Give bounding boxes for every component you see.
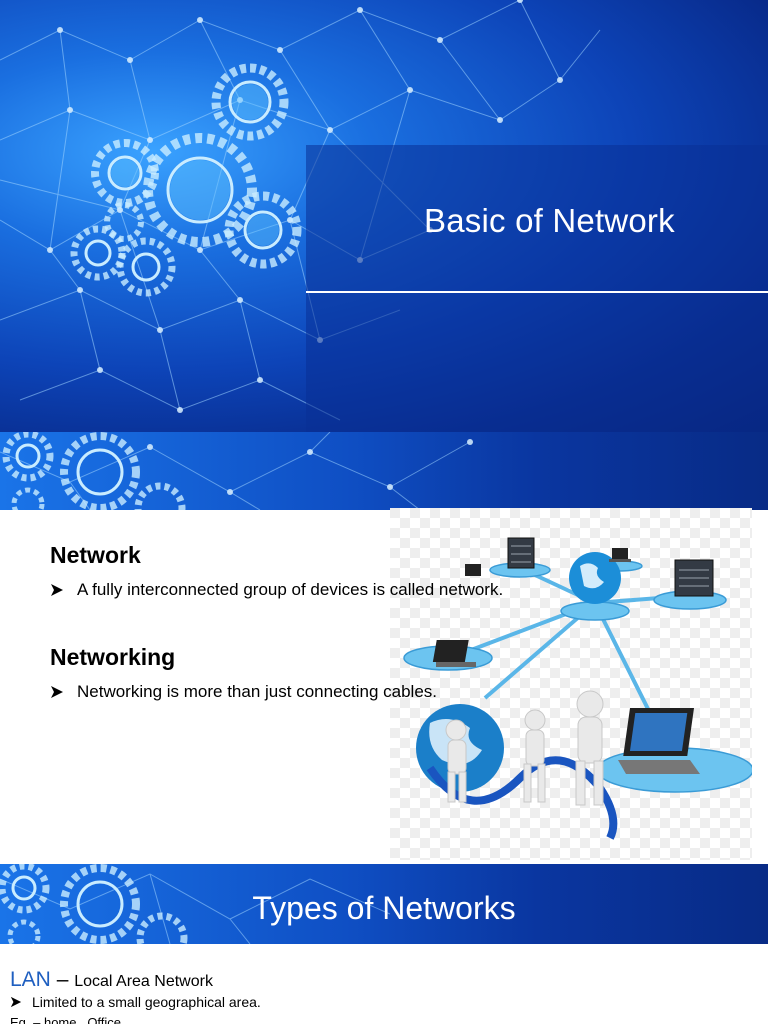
slide-title: Basic of Network: [424, 202, 675, 239]
lan-heading: LAN – Local Area Network: [10, 968, 213, 992]
lan-abbreviation: LAN: [10, 968, 51, 991]
types-slide: Types of Networks LAN – Local Area Netwo…: [0, 864, 768, 1024]
network-definition: A fully interconnected group of devices …: [77, 580, 504, 599]
network-background-graphic: [0, 0, 768, 432]
network-slide: Network A fully interconnected group of …: [0, 432, 768, 864]
gears-banner-graphic: [0, 864, 391, 944]
slide-header-banner: [0, 432, 768, 510]
title-slide: Basic of Network: [0, 0, 768, 432]
gears-graphic: [70, 63, 302, 297]
network-bullet: A fully interconnected group of devices …: [50, 580, 503, 600]
networking-heading: Networking: [50, 644, 176, 670]
network-illustration: [390, 508, 752, 860]
gears-banner-graphic: [0, 432, 473, 510]
arrow-bullet-icon: [51, 584, 63, 596]
lan-bullet: Limited to a small geographical area.: [10, 994, 261, 1010]
slide-title: Types of Networks: [252, 890, 516, 926]
arrow-bullet-icon: [10, 996, 22, 1008]
networking-bullet: Networking is more than just connecting …: [50, 682, 437, 702]
lan-dash: –: [50, 968, 75, 991]
lan-full-name: Local Area Network: [74, 973, 213, 990]
title-underline: [306, 291, 768, 293]
lan-example: Eg. – home , Office: [10, 1015, 122, 1024]
networking-definition: Networking is more than just connecting …: [77, 682, 438, 701]
slide-header-banner: Types of Networks: [0, 864, 768, 944]
arrow-bullet-icon: [51, 686, 63, 698]
network-heading: Network: [50, 542, 141, 568]
lan-description: Limited to a small geographical area.: [32, 994, 261, 1010]
